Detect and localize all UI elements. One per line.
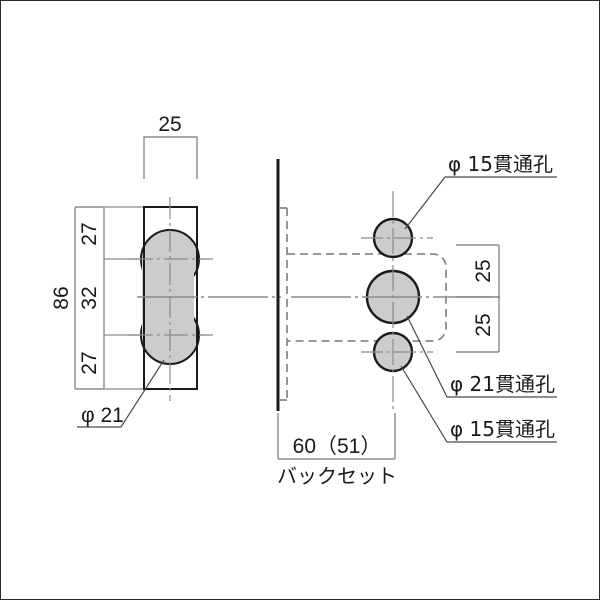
phi21-right-callout: φ 21貫通孔 — [406, 315, 557, 398]
front-segment-dimensions: 27 32 27 — [78, 206, 206, 390]
lock-case-dashed-outline — [278, 207, 447, 401]
phi21-left-callout: φ 21 — [77, 359, 165, 428]
phi15-top-callout: φ 15貫通孔 — [404, 152, 557, 230]
front-total-height-label: 86 — [50, 286, 73, 309]
phi21-left-label: φ 21 — [81, 404, 124, 427]
phi21-left-leader-line — [77, 359, 165, 428]
phi15-bottom-leader-line — [400, 365, 557, 443]
backset-caption-label: バックセット — [277, 464, 397, 488]
phi21-right-leader-line — [406, 315, 557, 398]
front-view-centerlines — [129, 197, 281, 401]
front-segment-mid-label: 32 — [78, 286, 101, 309]
backset-value-label: 60（51） — [293, 435, 382, 458]
front-width-label: 25 — [158, 113, 181, 136]
side-pitch-dimensions: 25 25 — [456, 244, 500, 353]
backset-dimension: 60（51） バックセット — [277, 413, 397, 488]
phi15-bottom-callout: φ 15貫通孔 — [400, 365, 557, 443]
phi21-right-label: φ 21貫通孔 — [450, 372, 555, 396]
side-pitch-upper-label: 25 — [472, 259, 495, 282]
front-width-dimension: 25 — [143, 113, 198, 179]
phi15-top-label: φ 15貫通孔 — [448, 152, 553, 176]
width-dimension-bracket — [143, 136, 198, 179]
front-segment-top-label: 27 — [78, 222, 101, 245]
front-segment-bottom-label: 27 — [78, 351, 101, 374]
side-pitch-lower-label: 25 — [472, 313, 495, 336]
phi15-top-leader-line — [404, 176, 557, 230]
front-total-height-dimension: 86 — [50, 206, 104, 390]
phi15-bottom-label: φ 15貫通孔 — [450, 417, 555, 441]
